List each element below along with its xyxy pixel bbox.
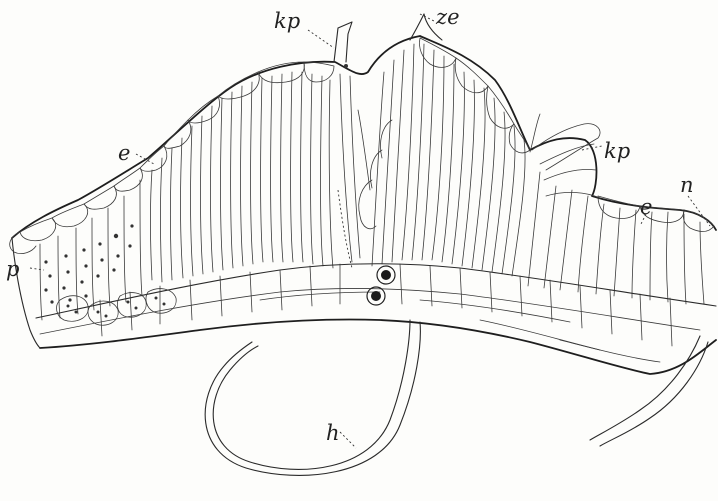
label-ze: ze (435, 5, 460, 29)
tissue-base-outline (40, 319, 716, 374)
inner-dotted-wall (338, 190, 352, 268)
dotted-cells-cluster (57, 289, 177, 326)
tissue-left-end (12, 238, 40, 348)
kp-spine (334, 22, 352, 62)
label-h: h (326, 421, 340, 445)
label-p: p (6, 257, 19, 281)
nuclei (367, 266, 395, 305)
hanging-hair-outer (213, 320, 410, 469)
parenchyma-layer (36, 264, 716, 362)
label-kp-top: kp (274, 9, 300, 33)
label-n: n (680, 173, 694, 197)
tissue-outline (12, 36, 716, 238)
hanging-hair-inner (205, 322, 420, 475)
epidermis-cells-left (20, 62, 334, 241)
palisade-cells-right-flank (528, 172, 704, 304)
kp-spine-dot (344, 64, 348, 68)
label-kp-right: kp (604, 139, 630, 163)
label-e-right: e (640, 195, 652, 219)
leader-lines (30, 14, 710, 448)
palisade-cells-right-dome (372, 44, 525, 276)
palisade-cells-left-dome (151, 72, 361, 282)
label-e-left: e (118, 141, 130, 165)
protruding-cells-right (532, 124, 600, 198)
